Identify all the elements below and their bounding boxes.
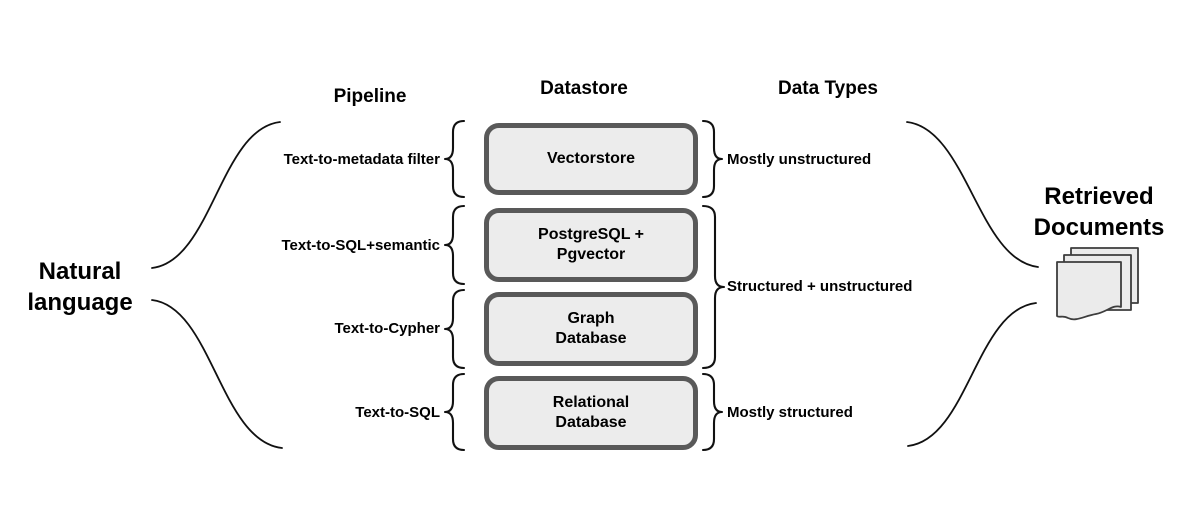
datastore-column-header: Datastore — [540, 78, 628, 99]
data-type-label-mostly-structured: Mostly structured — [727, 404, 853, 421]
left-brace-row-4 — [443, 372, 466, 452]
datastore-box-relational-database: Relational Database — [484, 376, 698, 450]
document-page-front — [1056, 261, 1122, 321]
retrieved-documents-label: Retrieved Documents — [1033, 183, 1165, 242]
right-brace-structured-unstructured — [701, 204, 726, 370]
fan-curve-target-top — [906, 121, 1039, 268]
left-brace-row-3 — [443, 288, 466, 370]
left-brace-row-1 — [443, 119, 466, 199]
datastore-box-postgresql-pgvector: PostgreSQL + Pgvector — [484, 208, 698, 282]
pipeline-label-text-to-sql: Text-to-SQL — [355, 404, 440, 421]
pipeline-column-header: Pipeline — [333, 86, 407, 107]
datastore-box-graph-database: Graph Database — [484, 292, 698, 366]
right-brace-mostly-unstructured — [701, 119, 724, 199]
documents-stack-icon — [1056, 247, 1139, 321]
datastore-box-vectorstore: Vectorstore — [484, 123, 698, 195]
natural-language-label: Natural language — [27, 258, 133, 317]
data-types-column-header: Data Types — [778, 78, 878, 99]
pipeline-label-text-to-cypher: Text-to-Cypher — [334, 320, 440, 337]
fan-curve-target-bottom — [907, 302, 1037, 447]
fan-curve-source-top — [151, 121, 281, 269]
fan-curve-source-bottom — [151, 299, 283, 449]
data-type-label-structured-unstructured: Structured + unstructured — [727, 278, 913, 295]
pipeline-label-text-to-metadata-filter: Text-to-metadata filter — [283, 151, 440, 168]
data-type-label-mostly-unstructured: Mostly unstructured — [727, 151, 872, 168]
left-brace-row-2 — [443, 204, 466, 286]
right-brace-mostly-structured — [701, 372, 724, 452]
pipeline-label-text-to-sql-semantic: Text-to-SQL+semantic — [281, 237, 440, 254]
